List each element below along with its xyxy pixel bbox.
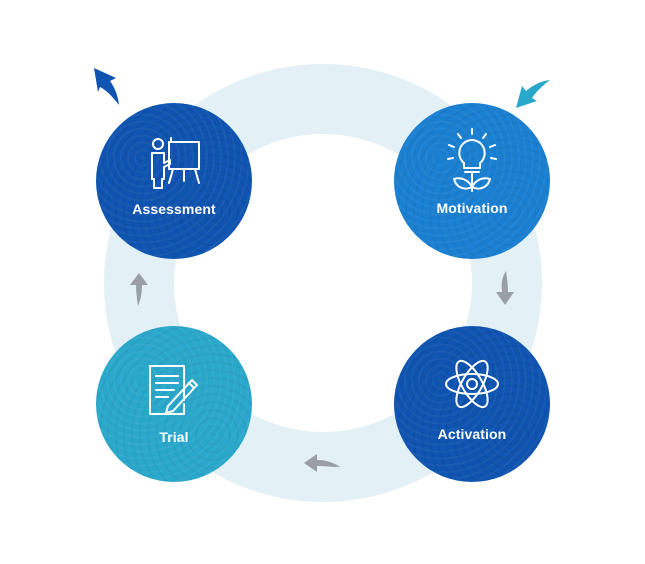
entry-arrow-icon [512, 76, 554, 117]
trial-label: Trial [159, 429, 189, 445]
atom-icon [444, 356, 500, 417]
arrow-down-icon [493, 270, 517, 311]
activation-node: Activation [394, 326, 550, 482]
motivation-node: Motivation [394, 103, 550, 259]
document-pen-icon [146, 364, 202, 421]
trial-node: Trial [96, 326, 252, 482]
lightbulb-plant-icon [444, 127, 500, 198]
arrow-up-icon [127, 272, 151, 313]
assessment-node: Assessment [96, 103, 252, 259]
activation-label: Activation [437, 426, 507, 442]
motivation-label: Motivation [436, 200, 508, 216]
presentation-board-icon [147, 137, 201, 194]
assessment-label: Assessment [132, 201, 216, 217]
exit-arrow-icon [86, 66, 126, 113]
arrow-left-icon [302, 451, 342, 480]
